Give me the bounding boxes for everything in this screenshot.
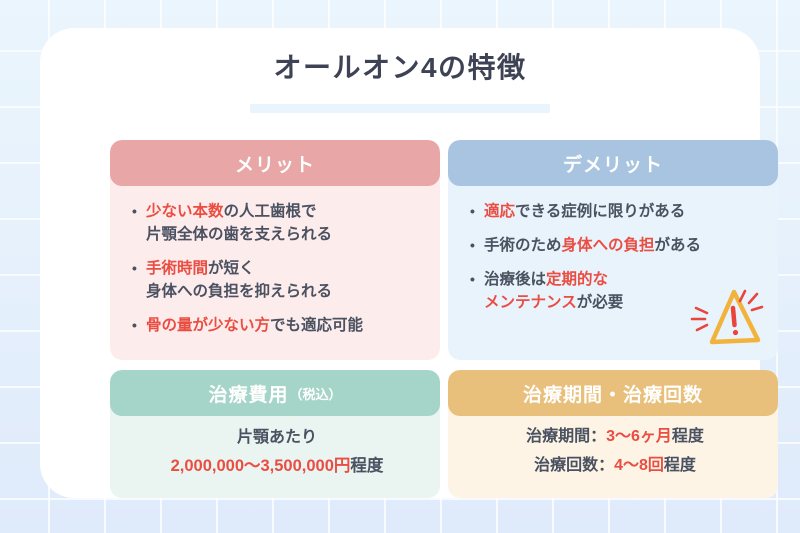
merit-3-rest: でも適応可能 (270, 317, 364, 334)
merit-2-rest: が短く (208, 260, 255, 277)
title-underline (250, 104, 550, 113)
cost-line-1: 片顎あたり (236, 429, 317, 446)
period-visits-suffix: 程度 (663, 457, 696, 474)
panel-period-header: 治療期間・治療回数 (448, 370, 778, 416)
demerit-list: 適応できる症例に限りがある 手術のため身体への負担がある 治療後は定期的な メン… (470, 200, 760, 314)
period-duration-suffix: 程度 (671, 428, 704, 445)
exclamation-stroke (730, 305, 737, 328)
panel-demerit-content: 適応できる症例に限りがある 手術のため身体への負担がある 治療後は定期的な メン… (448, 186, 778, 360)
warning-rays (690, 289, 764, 332)
panel-cost-title: 治療費用 (208, 384, 289, 406)
merit-1-highlight: 少ない本数 (146, 203, 224, 220)
panel-cost-content: 片顎あたり 2,000,000〜3,500,000円程度 (110, 416, 440, 498)
period-duration-label: 治療期間： (526, 428, 607, 445)
warning-triangle-outline (709, 289, 761, 345)
merit-3-highlight: 骨の量が少ない方 (146, 317, 271, 334)
merit-2-line2: 身体への負担を抑えられる (146, 283, 333, 300)
demerit-3-line2-highlight: メンテナンス (484, 294, 577, 311)
period-row-duration: 治療期間：3〜6ヶ月程度 (470, 422, 760, 451)
panel-merit-header: メリット (110, 140, 440, 186)
list-item: 少ない本数の人工歯根で 片顎全体の歯を支えられる (132, 200, 422, 246)
panel-cost-header: 治療費用（税込） (110, 370, 440, 416)
page-title-area: オールオン4の特徴 (40, 48, 760, 113)
demerit-3-highlight: 定期的な (546, 271, 609, 288)
list-item: 治療後は定期的な メンテナンスが必要 (470, 268, 760, 314)
demerit-2-post: がある (654, 237, 702, 254)
warning-triangle-icon (690, 289, 764, 345)
panel-cost-subtitle: （税込） (289, 386, 342, 402)
panel-demerit-header: デメリット (448, 140, 778, 186)
list-item: 手術のため身体への負担がある (470, 234, 760, 257)
panel-demerit-title: デメリット (562, 154, 663, 176)
merit-1-rest: の人工歯根で (223, 203, 317, 220)
demerit-1-post: できる症例に限りがある (515, 203, 686, 220)
panel-merit-title: メリット (234, 154, 315, 176)
demerit-1-highlight: 適応 (484, 203, 516, 220)
demerit-2-highlight: 身体への負担 (561, 237, 655, 254)
demerit-3-line2-post: が必要 (576, 294, 624, 311)
demerit-2-pre: 手術のため (484, 237, 562, 254)
panel-merit-content: 少ない本数の人工歯根で 片顎全体の歯を支えられる 手術時間が短く 身体への負担を… (110, 186, 440, 360)
period-visits-label: 治療回数： (534, 457, 615, 474)
panel-merit: メリット 少ない本数の人工歯根で 片顎全体の歯を支えられる 手術時間が短く 身体… (110, 140, 440, 360)
panel-cost: 治療費用（税込） 片顎あたり 2,000,000〜3,500,000円程度 (110, 370, 440, 498)
panel-demerit-body (448, 164, 778, 360)
panel-period-content: 治療期間：3〜6ヶ月程度 治療回数：4〜8回程度 (448, 416, 778, 498)
list-item: 骨の量が少ない方でも適応可能 (132, 314, 422, 337)
demerit-3-pre: 治療後は (484, 271, 547, 288)
merit-list: 少ない本数の人工歯根で 片顎全体の歯を支えられる 手術時間が短く 身体への負担を… (132, 200, 422, 337)
merit-1-line2: 片顎全体の歯を支えられる (146, 226, 333, 243)
period-duration-value: 3〜6ヶ月 (606, 428, 672, 445)
page-title: オールオン4の特徴 (273, 52, 527, 83)
panel-period-title: 治療期間・治療回数 (522, 384, 703, 406)
cost-line-2: 2,000,000〜3,500,000円程度 (132, 452, 422, 480)
merit-2-highlight: 手術時間 (146, 260, 209, 277)
period-row-visits: 治療回数：4〜8回程度 (470, 451, 760, 480)
exclamation-dot (732, 329, 739, 336)
cost-amount: 2,000,000〜3,500,000円 (170, 457, 351, 475)
period-visits-value: 4〜8回 (614, 457, 664, 474)
cost-amount-suffix: 程度 (350, 457, 384, 475)
list-item: 手術時間が短く 身体への負担を抑えられる (132, 257, 422, 303)
panel-demerit: デメリット 適応できる症例に限りがある 手術のため身体への負担がある 治療後は定… (448, 140, 778, 360)
panel-period: 治療期間・治療回数 治療期間：3〜6ヶ月程度 治療回数：4〜8回程度 (448, 370, 778, 498)
demerit-3-line2: メンテナンスが必要 (484, 291, 760, 314)
content-card: オールオン4の特徴 メリット 少ない本数の人工歯根で 片顎全体の歯を支えられる … (40, 28, 778, 498)
list-item: 適応できる症例に限りがある (470, 200, 760, 223)
